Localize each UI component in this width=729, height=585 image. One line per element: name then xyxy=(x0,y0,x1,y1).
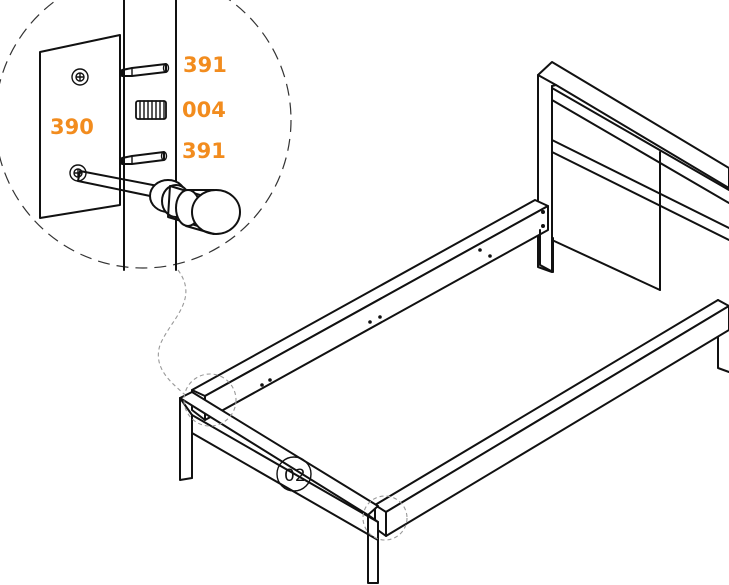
label-391-upper: 391 xyxy=(183,53,227,77)
label-004: 004 xyxy=(182,98,226,122)
footboard xyxy=(179,391,379,584)
headboard xyxy=(537,61,729,373)
label-390: 390 xyxy=(50,115,94,139)
bed-frame xyxy=(179,61,729,584)
joint-circle-front xyxy=(362,495,408,541)
screw-head-upper xyxy=(71,68,89,86)
callout-leader xyxy=(157,269,187,396)
step-number: 02 xyxy=(284,466,306,486)
detail-panel xyxy=(39,34,121,219)
detail-post xyxy=(123,0,177,271)
label-391-lower: 391 xyxy=(182,139,226,163)
headboard-left-leg xyxy=(539,229,554,273)
dowel-upper xyxy=(121,63,170,77)
allen-bolt xyxy=(77,170,241,235)
side-rail-left xyxy=(191,199,549,421)
side-rail-right xyxy=(374,299,729,537)
threaded-insert xyxy=(135,100,167,120)
step-marker: 02 xyxy=(276,456,312,492)
detail-circle-outline xyxy=(0,0,292,269)
dowel-lower xyxy=(121,151,168,165)
joint-circle xyxy=(183,373,237,427)
detail-callout: 391 004 390 391 xyxy=(0,0,292,396)
